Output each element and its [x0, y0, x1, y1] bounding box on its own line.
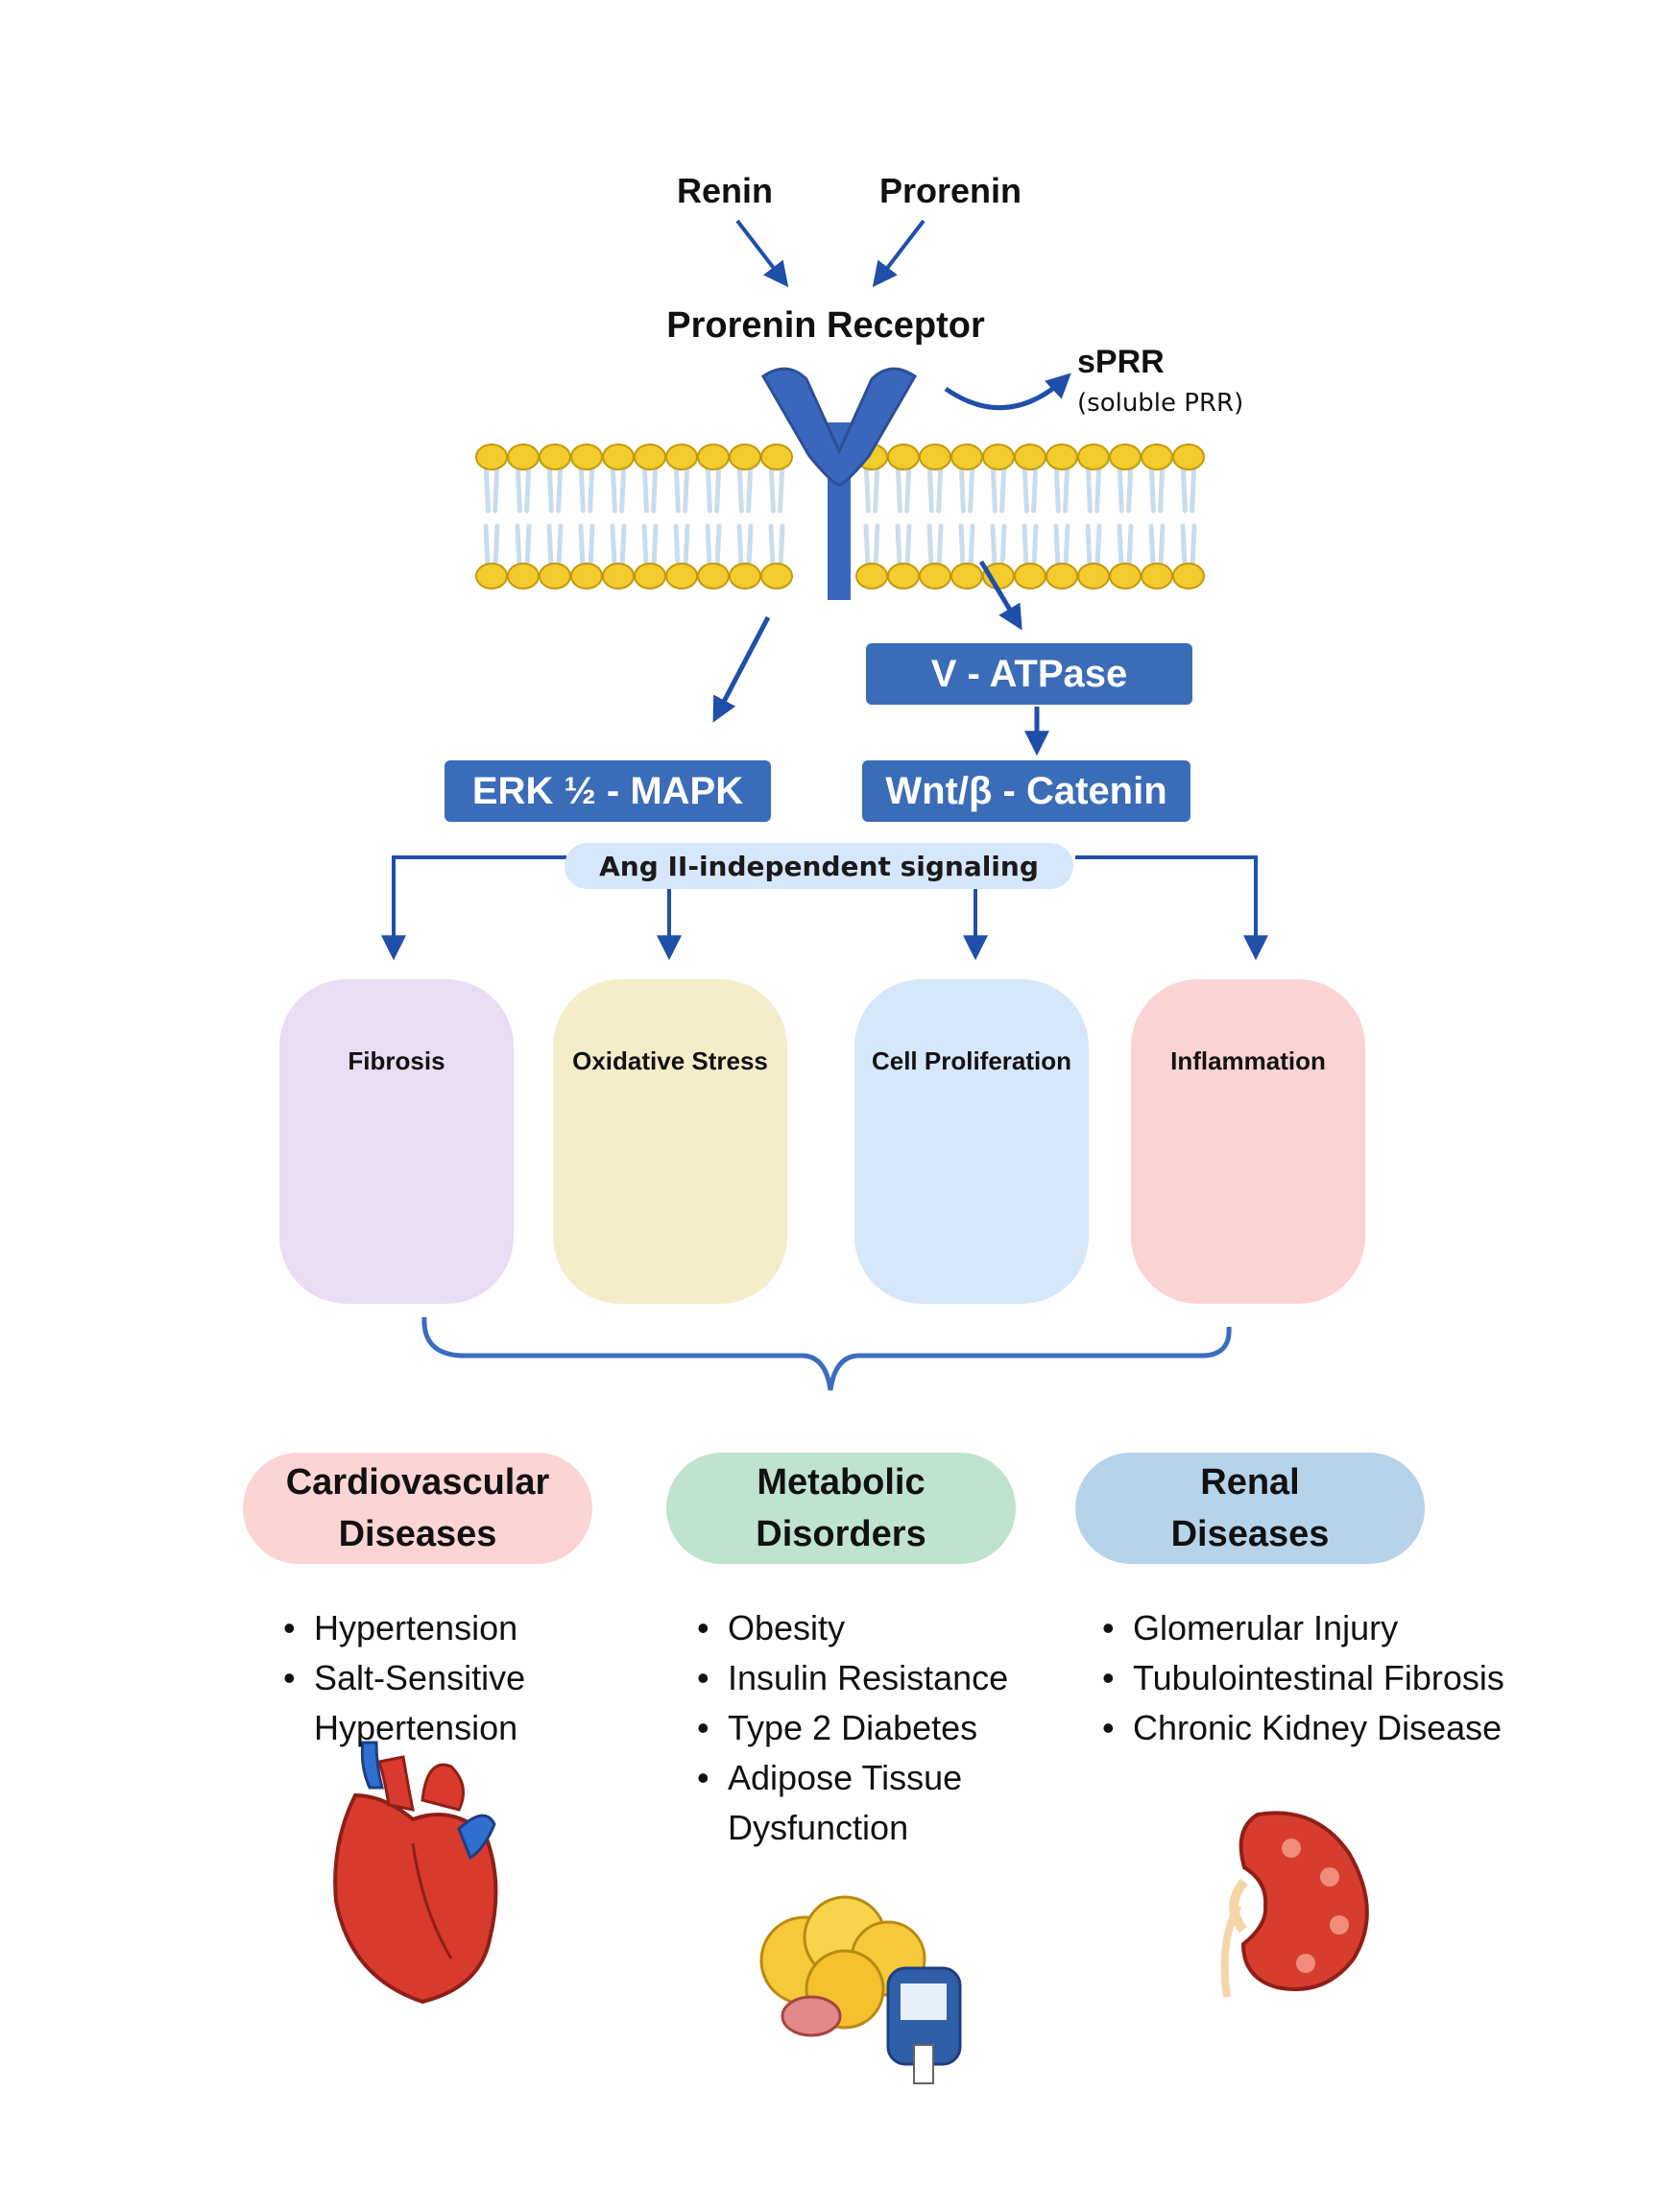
lipid-bilayer — [475, 444, 1205, 589]
lipid-head — [1014, 444, 1046, 470]
list-item: Adipose Tissue Dysfunction — [697, 1753, 977, 1853]
lipid-head — [887, 444, 920, 470]
lipid-head — [539, 444, 571, 470]
kidney-icon — [1220, 1811, 1369, 1998]
lipid-head — [950, 444, 983, 470]
category-line: Renal — [1200, 1462, 1300, 1503]
fat-cells-glucometer-icon — [759, 1895, 962, 2084]
cardiovascular-list: Hypertension Salt-Sensitive Hypertension — [283, 1603, 571, 1753]
effect-card-inflammation: Inflammation — [1131, 979, 1365, 1304]
list-item: Chronic Kidney Disease — [1102, 1703, 1544, 1753]
vatpase-box: V - ATPase — [866, 643, 1192, 705]
lipid-head — [1172, 444, 1205, 470]
lipid-head — [570, 444, 603, 470]
lipid-head — [634, 444, 666, 470]
list-item: Glomerular Injury — [1102, 1603, 1544, 1653]
lipid-head — [887, 563, 920, 589]
lipid-head — [665, 563, 698, 589]
list-item: Tubulointestinal Fibrosis — [1102, 1653, 1544, 1703]
lipid-head — [1141, 444, 1173, 470]
metabolic-list: Obesity Insulin Resistance Type 2 Diabet… — [697, 1603, 1062, 1853]
lipid-head — [539, 563, 571, 589]
lipid-head — [570, 563, 603, 589]
lipid-head — [697, 444, 730, 470]
renin-arrow — [735, 219, 789, 288]
lipid-head — [919, 563, 951, 589]
category-line: Disorders — [756, 1514, 926, 1554]
list-item: Obesity — [697, 1603, 1062, 1653]
effect-title: Cell Proliferation — [871, 1046, 1072, 1075]
lipid-head — [475, 444, 508, 470]
heart-icon — [333, 1741, 498, 2005]
category-line: Diseases — [338, 1514, 497, 1554]
list-item: Hypertension — [283, 1603, 571, 1653]
effect-title: Inflammation — [1170, 1046, 1326, 1075]
lipid-head — [507, 563, 540, 589]
lipid-head — [760, 563, 793, 589]
prorenin-label: Prorenin — [878, 171, 1022, 210]
effect-card-cell-proliferation: Cell Proliferation — [854, 979, 1089, 1304]
lipid-head — [1077, 444, 1110, 470]
ang-ii-independent-label: Ang II-independent signaling — [565, 843, 1073, 889]
lipid-head — [855, 563, 888, 589]
category-line: Metabolic — [757, 1462, 926, 1503]
sprr-arrow — [944, 373, 1071, 411]
renal-list: Glomerular Injury Tubulointestinal Fibro… — [1102, 1603, 1544, 1753]
list-item: Insulin Resistance — [697, 1653, 1062, 1703]
effect-card-oxidative-stress: Oxidative Stress — [553, 979, 787, 1304]
lipid-head — [1077, 563, 1110, 589]
lipid-head — [982, 444, 1015, 470]
sprr-sublabel: (soluble PRR) — [1077, 389, 1244, 418]
lipid-head — [729, 563, 761, 589]
lipid-head — [602, 563, 635, 589]
lipid-head — [475, 563, 508, 589]
branch-lines — [381, 855, 1268, 961]
list-item: Salt-Sensitive Hypertension — [283, 1653, 571, 1753]
category-line: Cardiovascular — [285, 1462, 550, 1503]
effect-card-fibrosis: Fibrosis — [279, 979, 514, 1304]
lipid-head — [760, 444, 793, 470]
erk-mapk-box: ERK ½ - MAPK — [445, 760, 771, 822]
sprr-label: sPRR — [1077, 344, 1165, 380]
lipid-head — [1014, 563, 1046, 589]
lipid-head — [1109, 444, 1142, 470]
lipid-head — [634, 563, 666, 589]
lipid-head — [602, 444, 635, 470]
list-item: Type 2 Diabetes — [697, 1703, 1062, 1753]
lipid-head — [1109, 563, 1142, 589]
lipid-head — [1172, 563, 1205, 589]
effect-title: Fibrosis — [348, 1046, 445, 1075]
lipid-head — [1046, 563, 1078, 589]
category-line: Diseases — [1170, 1514, 1330, 1554]
arrow-to-vatpase — [978, 560, 1022, 631]
lipid-head — [950, 563, 983, 589]
lipid-head — [665, 444, 698, 470]
renin-label: Renin — [676, 171, 773, 210]
lipid-head — [1141, 563, 1173, 589]
lipid-head — [919, 444, 951, 470]
effect-title: Oxidative Stress — [572, 1046, 768, 1075]
prorenin-arrow — [872, 219, 926, 288]
curly-brace — [421, 1316, 1232, 1391]
wnt-catenin-box: Wnt/β - Catenin — [862, 760, 1190, 822]
arrow-to-erk — [712, 615, 771, 723]
lipid-head — [1046, 444, 1078, 470]
receptor-icon — [761, 367, 917, 600]
lipid-head — [697, 563, 730, 589]
receptor-label: Prorenin Receptor — [666, 305, 985, 346]
lipid-head — [729, 444, 761, 470]
lipid-head — [507, 444, 540, 470]
